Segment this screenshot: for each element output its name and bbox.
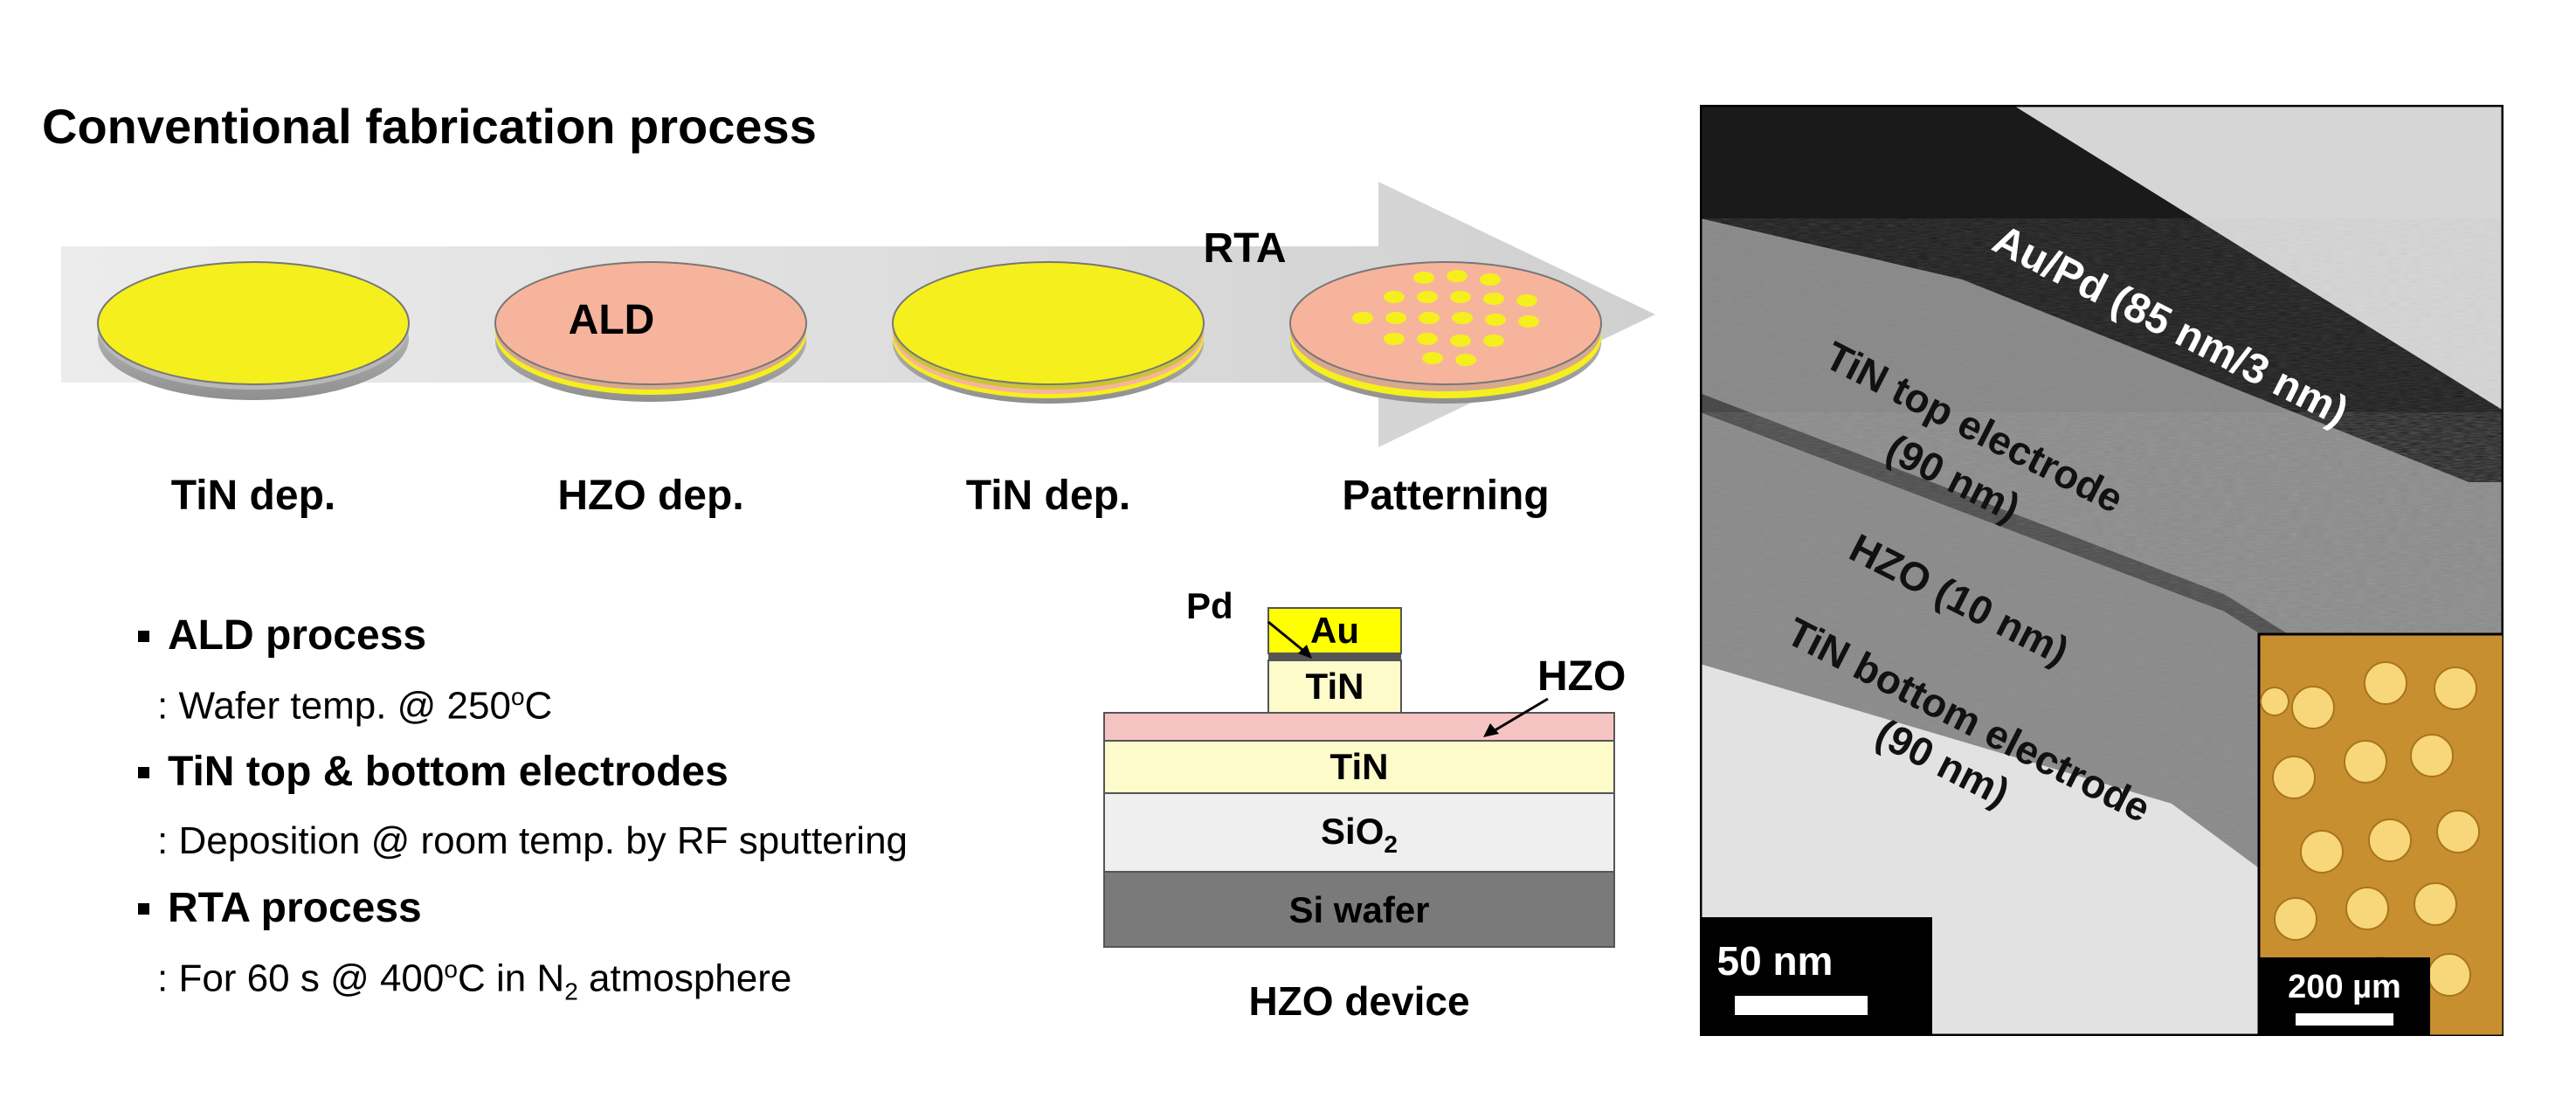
tin-top-band <box>1700 218 2503 769</box>
pd-pointer <box>1267 620 1308 655</box>
hzo-pointer <box>1491 697 1549 734</box>
bottom-tin-label: TiN <box>1330 746 1389 787</box>
wafer-tin-dep-1 <box>97 261 410 400</box>
bottom-tin-layer <box>1103 740 1615 794</box>
rta-label: RTA <box>1203 225 1286 272</box>
bullet-detail-ald: : Wafer temp. @ 250oC <box>157 683 553 728</box>
optical-inset: 200 µm <box>2257 632 2503 1036</box>
scale-bar-line <box>1735 996 1868 1015</box>
bullet-mark <box>138 631 149 642</box>
patterned-electrodes <box>1352 270 1539 366</box>
process-arrow <box>61 182 1655 447</box>
device-caption: HZO device <box>1248 978 1469 1024</box>
top-tin-label: TiN <box>1306 666 1364 707</box>
sio2-label: SiO2 <box>1321 811 1398 858</box>
pd-label: Pd <box>1186 585 1233 626</box>
si-wafer-label: Si wafer <box>1288 889 1429 930</box>
process-flow: ALD RTA <box>61 182 1655 447</box>
au-label: Au <box>1310 610 1359 651</box>
sio2-layer <box>1103 792 1615 873</box>
wafer-hzo-dep: ALD <box>494 261 807 402</box>
inset-scale-bar-line <box>2296 1013 2393 1026</box>
au-layer <box>1267 607 1402 654</box>
tem-micrograph: Au/Pd (85 nm/3 nm) TiN top electrode (90… <box>1700 105 2503 1036</box>
figure-title: Conventional fabrication process <box>42 99 817 154</box>
hzo-layer <box>1103 712 1615 742</box>
ald-label: ALD <box>569 297 655 343</box>
wafer-tin-dep-2 <box>892 261 1205 404</box>
pd-layer <box>1268 653 1401 660</box>
inset-scale-bar-label: 200 µm <box>2288 969 2401 1005</box>
scale-bar-box <box>1700 917 1932 1036</box>
scale-bar-label: 50 nm <box>1717 938 1834 984</box>
bullet-heading-tin: TiN top & bottom electrodes <box>168 749 729 795</box>
step-label-tin-dep-1: TiN dep. <box>170 473 336 519</box>
si-wafer-layer <box>1103 871 1615 948</box>
step-label-hzo-dep: HZO dep. <box>557 473 744 519</box>
bullet-heading-rta: RTA process <box>168 885 422 931</box>
top-tin-layer <box>1267 660 1402 714</box>
hzo-label: HZO <box>1537 653 1626 700</box>
device-cross-section: Au TiN TiN SiO2 Si wafer Pd HZO HZO devi… <box>1103 585 1626 1024</box>
step-label-tin-dep-2: TiN dep. <box>965 473 1131 519</box>
bullet-detail-rta: : For 60 s @ 400oC in N2 atmosphere <box>157 956 792 1005</box>
wafer-patterning <box>1289 261 1602 404</box>
hzo-band <box>1700 393 2503 786</box>
bullet-heading-ald: ALD process <box>168 612 427 659</box>
au-pd-band <box>1700 105 2503 482</box>
bullet-mark <box>138 767 149 778</box>
bullet-detail-tin: : Deposition @ room temp. by RF sputteri… <box>157 819 908 862</box>
bullet-mark <box>138 903 149 915</box>
step-label-patterning: Patterning <box>1342 473 1550 519</box>
